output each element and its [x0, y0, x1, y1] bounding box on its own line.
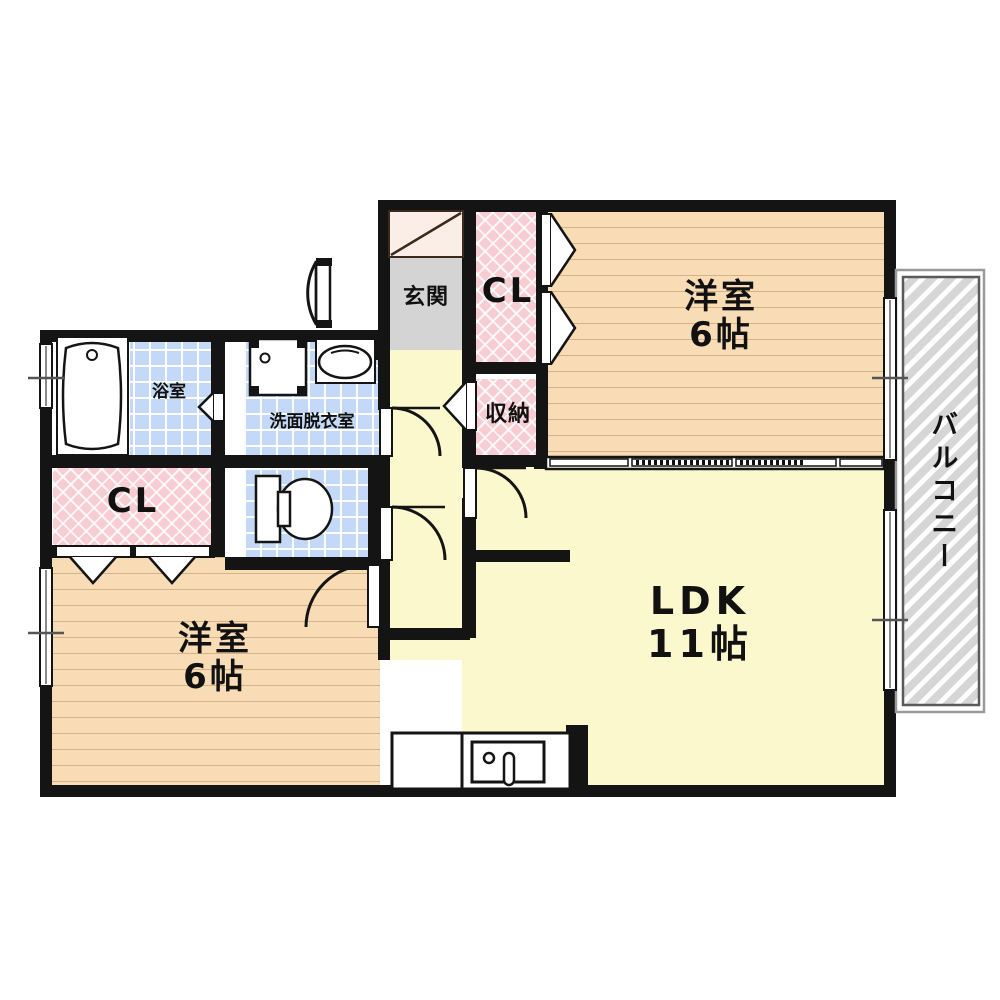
room-fill-genkan — [389, 258, 463, 350]
room-fill-hallway-lower — [388, 630, 468, 660]
bedroom-south-name: 洋室 — [178, 619, 252, 659]
label-bathroom: 浴室 — [152, 382, 186, 402]
room-fill-storage — [476, 379, 541, 461]
bedroom-north-size: 6帖 — [689, 315, 753, 356]
fixture-shoe-cabinet — [389, 211, 463, 257]
label-closet-north: CL — [481, 271, 535, 311]
label-balcony: バルコニー — [926, 410, 958, 575]
room-fill-bedroom-north — [543, 211, 895, 461]
label-closet-south: CL — [106, 481, 160, 521]
room-fill-washroom — [244, 333, 380, 459]
bedroom-south-size: 6帖 — [183, 657, 247, 698]
bedroom-north-name: 洋室 — [684, 277, 758, 317]
label-storage: 収納 — [484, 402, 531, 427]
ldk-name: LDK — [649, 579, 751, 623]
fixture-kitchen-counter — [392, 733, 570, 789]
room-fill-closet-north — [476, 211, 541, 368]
ldk-size: 11帖 — [647, 621, 753, 666]
room-fill-closet-south — [53, 468, 213, 546]
label-bedroom-south: 洋室 6帖 — [90, 620, 340, 696]
label-genkan: 玄関 — [402, 285, 449, 310]
room-fill-hallway — [388, 350, 468, 635]
fixture-bathtub-area — [55, 335, 130, 457]
label-washroom: 洗面脱衣室 — [269, 412, 355, 432]
label-bedroom-north: 洋室 6帖 — [596, 278, 846, 354]
room-fill-toilet — [244, 468, 380, 568]
label-ldk: LDK 11帖 — [580, 580, 820, 665]
